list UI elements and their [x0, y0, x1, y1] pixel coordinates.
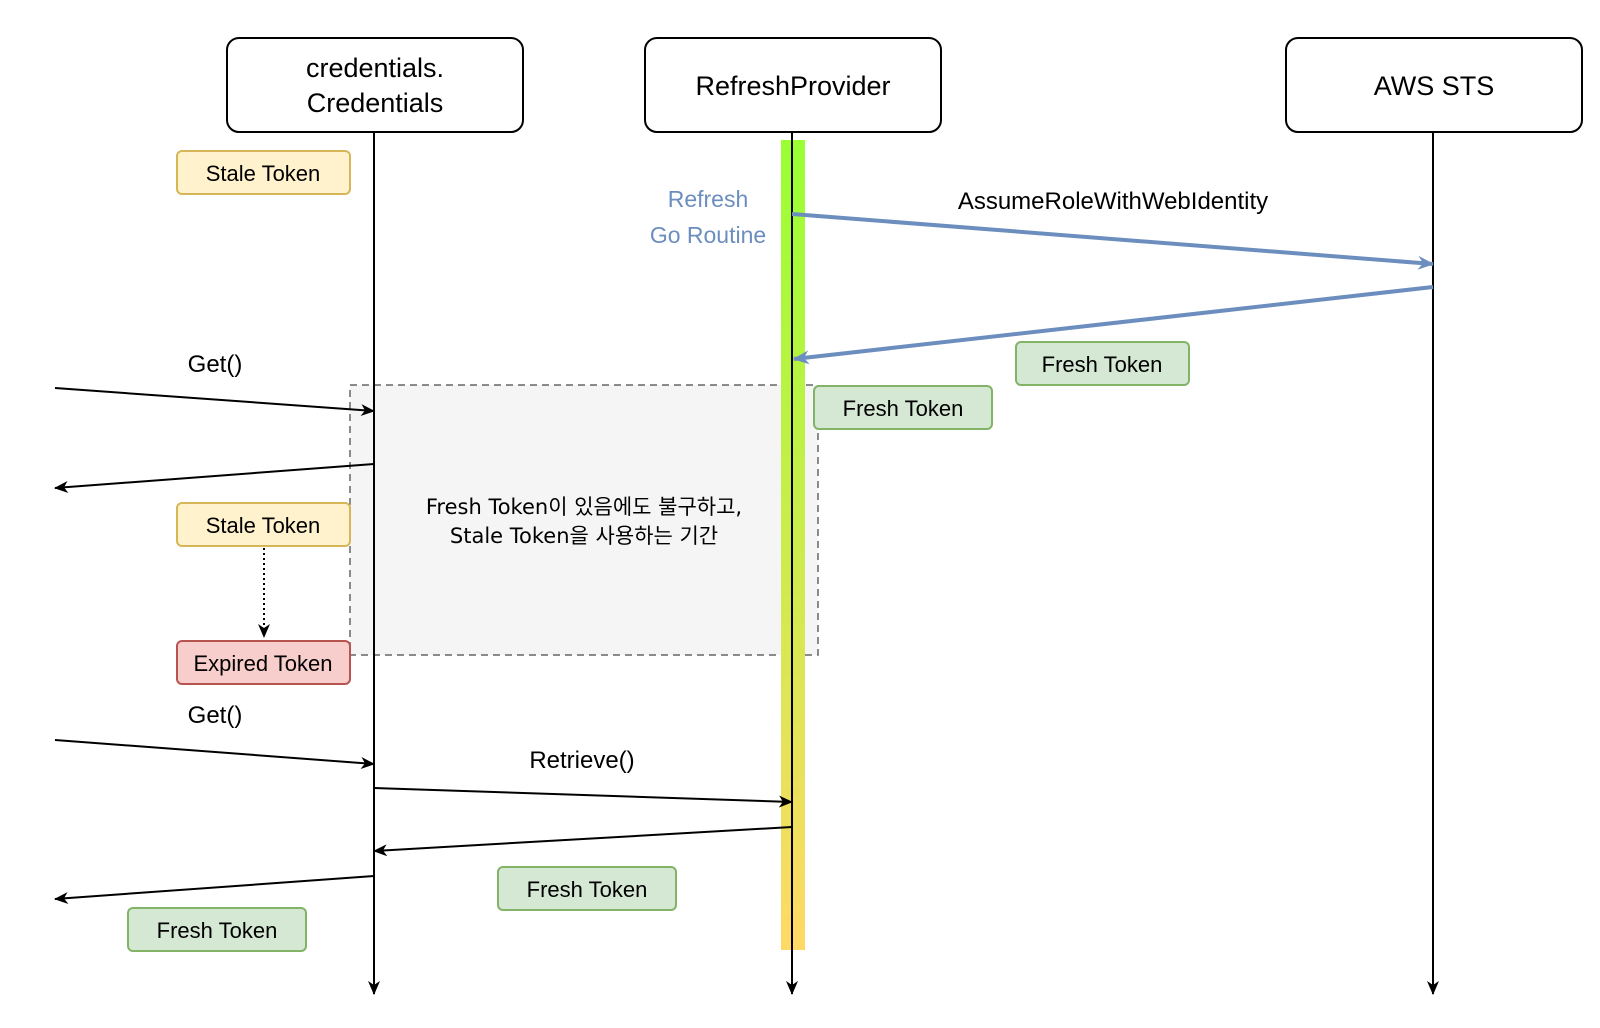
note-line-2: Stale Token을 사용하는 기간 — [450, 524, 718, 548]
stale-token-tag-top: Stale Token — [176, 150, 351, 195]
participant-credentials: credentials. Credentials — [226, 37, 524, 133]
fresh-token-tag-retrieve: Fresh Token — [497, 866, 677, 911]
retrieve-return-arrow — [373, 826, 793, 857]
get-return-arrow-1 — [54, 463, 375, 494]
expired-token-text: Expired Token — [193, 651, 332, 676]
sts-response-arrow — [793, 285, 1434, 365]
expired-token-tag: Expired Token — [176, 640, 351, 685]
fresh-token-tag-returned: Fresh Token — [127, 907, 307, 952]
participant-credentials-line2: Credentials — [307, 88, 444, 118]
note-line-1: Fresh Token이 있음에도 불구하고, — [426, 495, 742, 519]
fresh-token-text-provider: Fresh Token — [843, 396, 964, 421]
participant-refresh-provider: RefreshProvider — [644, 37, 942, 133]
refresh-routine-label-line2: Go Routine — [650, 222, 766, 248]
assume-role-arrow — [791, 212, 1434, 270]
participant-credentials-line1: credentials. — [306, 53, 444, 83]
get-call-arrow-2 — [54, 739, 375, 770]
get-return-arrow-2 — [54, 875, 375, 905]
stale-token-text-top: Stale Token — [206, 161, 321, 186]
retrieve-arrow — [373, 787, 793, 808]
fresh-token-text-returned: Fresh Token — [157, 918, 278, 943]
fresh-token-text-sts: Fresh Token — [1042, 352, 1163, 377]
participant-aws-sts-label: AWS STS — [1374, 71, 1495, 101]
fresh-token-tag-sts: Fresh Token — [1015, 341, 1190, 386]
fresh-token-text-retrieve: Fresh Token — [527, 877, 648, 902]
participant-refresh-provider-label: RefreshProvider — [695, 71, 890, 101]
refresh-routine-label-line1: Refresh — [668, 186, 749, 212]
stale-token-tag-middle: Stale Token — [176, 502, 351, 547]
stale-period-note: Fresh Token이 있음에도 불구하고, Stale Token을 사용하… — [349, 384, 819, 656]
stale-token-text-middle: Stale Token — [206, 513, 321, 538]
get-call-arrow-1 — [54, 387, 375, 417]
participant-aws-sts: AWS STS — [1285, 37, 1583, 133]
get-call-label-1: Get() — [188, 351, 243, 378]
retrieve-label: Retrieve() — [529, 747, 634, 774]
get-call-label-2: Get() — [188, 702, 243, 729]
fresh-token-tag-provider: Fresh Token — [813, 385, 993, 430]
assume-role-label: AssumeRoleWithWebIdentity — [958, 188, 1268, 215]
